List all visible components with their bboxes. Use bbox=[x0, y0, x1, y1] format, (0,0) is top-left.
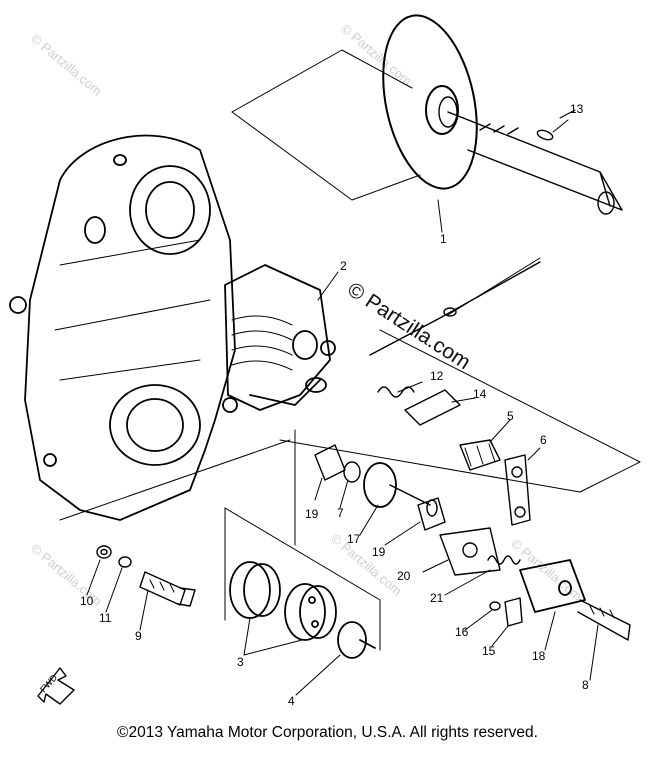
callout-numbers: 1 2 3 4 5 6 7 8 9 10 11 12 13 14 15 16 1… bbox=[80, 102, 589, 708]
copyright-notice: ©2013 Yamaha Motor Corporation, U.S.A. A… bbox=[117, 724, 538, 741]
spring-12 bbox=[377, 386, 415, 398]
washer-11 bbox=[118, 556, 132, 568]
fwd-label: FWD bbox=[38, 672, 59, 694]
washer-7 bbox=[343, 461, 361, 483]
plate-19-bottom bbox=[417, 497, 446, 531]
callout-18: 18 bbox=[532, 649, 546, 663]
lever-14 bbox=[404, 389, 461, 426]
callout-11: 11 bbox=[99, 611, 112, 625]
cap-3a bbox=[229, 561, 281, 619]
gear-17 bbox=[363, 462, 438, 517]
watermark-center: © Partzilla.com bbox=[343, 278, 474, 374]
callout-13: 13 bbox=[570, 102, 584, 116]
callout-3: 3 bbox=[237, 655, 244, 669]
plug-4 bbox=[337, 621, 376, 659]
watermark-top-right: © Partzilla.com bbox=[338, 21, 415, 89]
worm-gear-5 bbox=[459, 439, 501, 471]
washer-10 bbox=[96, 545, 112, 559]
callout-4: 4 bbox=[288, 694, 295, 708]
pulley-sheave bbox=[382, 14, 623, 215]
bracket-20 bbox=[439, 527, 501, 576]
callout-6: 6 bbox=[540, 433, 547, 447]
callout-2: 2 bbox=[340, 259, 347, 273]
callout-19-b: 19 bbox=[372, 545, 386, 559]
gearbox-housing bbox=[224, 264, 336, 411]
callout-21: 21 bbox=[430, 591, 444, 605]
bolt-15 bbox=[504, 597, 523, 627]
bolt-9 bbox=[139, 571, 196, 607]
callout-14: 14 bbox=[473, 387, 487, 401]
arm-6 bbox=[504, 454, 531, 526]
callout-9: 9 bbox=[135, 629, 142, 643]
callout-12: 12 bbox=[430, 369, 444, 383]
throttle-cable bbox=[369, 261, 541, 356]
callout-7: 7 bbox=[337, 506, 344, 520]
callout-17: 17 bbox=[347, 532, 361, 546]
callout-8: 8 bbox=[582, 678, 589, 692]
callout-16: 16 bbox=[455, 625, 469, 639]
leader-lines bbox=[86, 109, 599, 696]
watermark-bottom-mid: © Partzilla.com bbox=[328, 531, 405, 599]
callout-15: 15 bbox=[482, 644, 496, 658]
callout-20: 20 bbox=[397, 569, 411, 583]
crankcase-cover bbox=[9, 134, 238, 521]
washer-16 bbox=[489, 601, 501, 611]
watermark-top-left: © Partzilla.com bbox=[28, 31, 105, 99]
cap-3b bbox=[284, 583, 337, 641]
callout-1: 1 bbox=[440, 232, 447, 246]
callout-19-a: 19 bbox=[305, 507, 319, 521]
key-part bbox=[536, 119, 569, 141]
plate-19-top bbox=[314, 444, 346, 481]
fwd-arrow: FWD bbox=[37, 667, 75, 705]
spring-21 bbox=[487, 555, 521, 565]
callout-5: 5 bbox=[507, 409, 514, 423]
shaft-8 bbox=[577, 599, 631, 641]
callout-10: 10 bbox=[80, 594, 94, 608]
block-18 bbox=[519, 559, 586, 613]
